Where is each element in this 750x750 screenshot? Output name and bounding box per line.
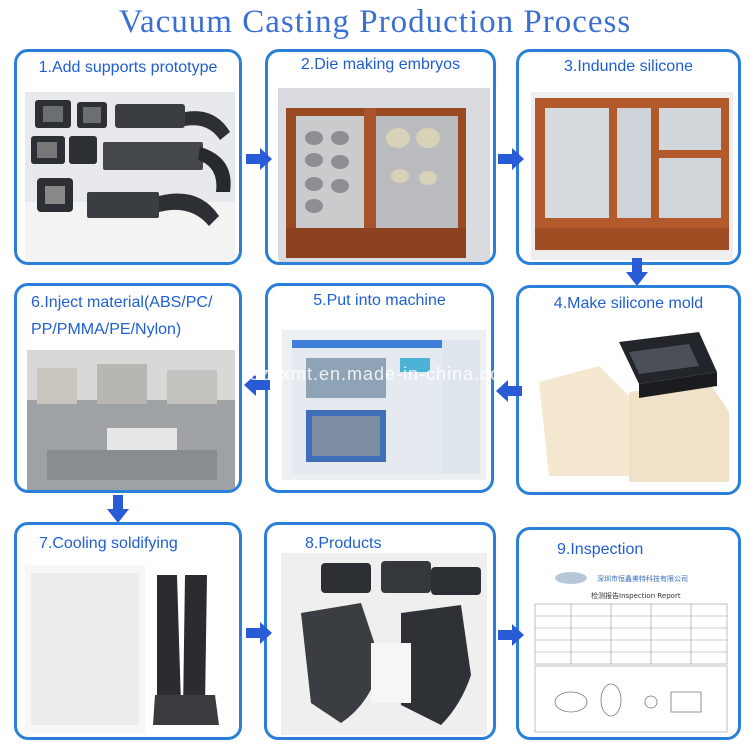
products-photo bbox=[281, 553, 487, 735]
injection-room-image bbox=[27, 350, 235, 490]
step-card-8: 8.Products bbox=[264, 522, 496, 740]
prototype-parts-image bbox=[25, 100, 235, 262]
report-title: 检测报告Inspection Report bbox=[591, 591, 681, 600]
arrow-right-icon bbox=[498, 148, 524, 170]
inspection-report: 深圳市恒鑫美特科技有限公司 检测报告Inspection Report bbox=[531, 562, 731, 737]
step-card-4: 4.Make silicone mold bbox=[516, 285, 741, 495]
arrow-down-icon bbox=[626, 258, 648, 286]
arrow-right-icon bbox=[498, 624, 524, 646]
step-card-7: 7.Cooling soldifying bbox=[14, 522, 242, 740]
page-title: Vacuum Casting Production Process bbox=[118, 4, 632, 40]
silicone-mold-photo bbox=[529, 322, 734, 492]
step-label-6-line2: PP/PMMA/PE/Nylon) bbox=[31, 321, 182, 338]
step-card-9: 9.Inspection 深圳市恒鑫美特科技有限公司 检测报告Inspectio… bbox=[516, 527, 741, 740]
mold-box-photo bbox=[278, 88, 490, 262]
step-card-1: 1.Add supports prototype bbox=[14, 49, 242, 265]
arrow-left-icon bbox=[496, 380, 522, 402]
step-label-2: 2.Die making embryos bbox=[300, 56, 461, 73]
silicone-box-photo bbox=[531, 92, 733, 260]
step-card-2: 2.Die making embryos bbox=[265, 49, 496, 265]
step-label-6-line1: 6.Inject material(ABS/PC/ bbox=[31, 294, 213, 311]
step-label-4: 4.Make silicone mold bbox=[553, 295, 704, 312]
vacuum-machine-image bbox=[282, 330, 486, 480]
step-label-3: 3.Indunde silicone bbox=[564, 58, 693, 75]
step-label-5: 5.Put into machine bbox=[313, 292, 446, 309]
silicone-box-image bbox=[531, 92, 733, 260]
prototype-photo bbox=[25, 92, 235, 262]
arrow-left-icon bbox=[244, 374, 270, 396]
step-label-9: 9.Inspection bbox=[557, 541, 644, 558]
watermark: szhxmt.en.made-in-china.com bbox=[250, 364, 518, 384]
report-company: 深圳市恒鑫美特科技有限公司 bbox=[597, 574, 688, 583]
injection-photo bbox=[27, 350, 235, 490]
step-label-1: 1.Add supports prototype bbox=[38, 59, 218, 76]
arrow-right-icon bbox=[246, 622, 272, 644]
cooling-mold-image bbox=[25, 565, 235, 733]
machine-photo bbox=[282, 330, 486, 480]
cooling-photo bbox=[25, 565, 235, 733]
arrow-down-icon bbox=[107, 495, 129, 523]
step-label-7: 7.Cooling soldifying bbox=[39, 535, 178, 552]
products-image bbox=[281, 553, 487, 735]
arrow-right-icon bbox=[246, 148, 272, 170]
step-card-6: 6.Inject material(ABS/PC/ PP/PMMA/PE/Nyl… bbox=[14, 283, 242, 493]
step-card-3: 3.Indunde silicone bbox=[516, 49, 741, 265]
mold-box-image bbox=[278, 88, 490, 262]
report-table-image: 深圳市恒鑫美特科技有限公司 检测报告Inspection Report bbox=[531, 562, 731, 737]
step-label-8: 8.Products bbox=[305, 535, 382, 552]
silicone-mold-image bbox=[529, 322, 734, 492]
step-card-5: 5.Put into machine bbox=[265, 283, 494, 493]
